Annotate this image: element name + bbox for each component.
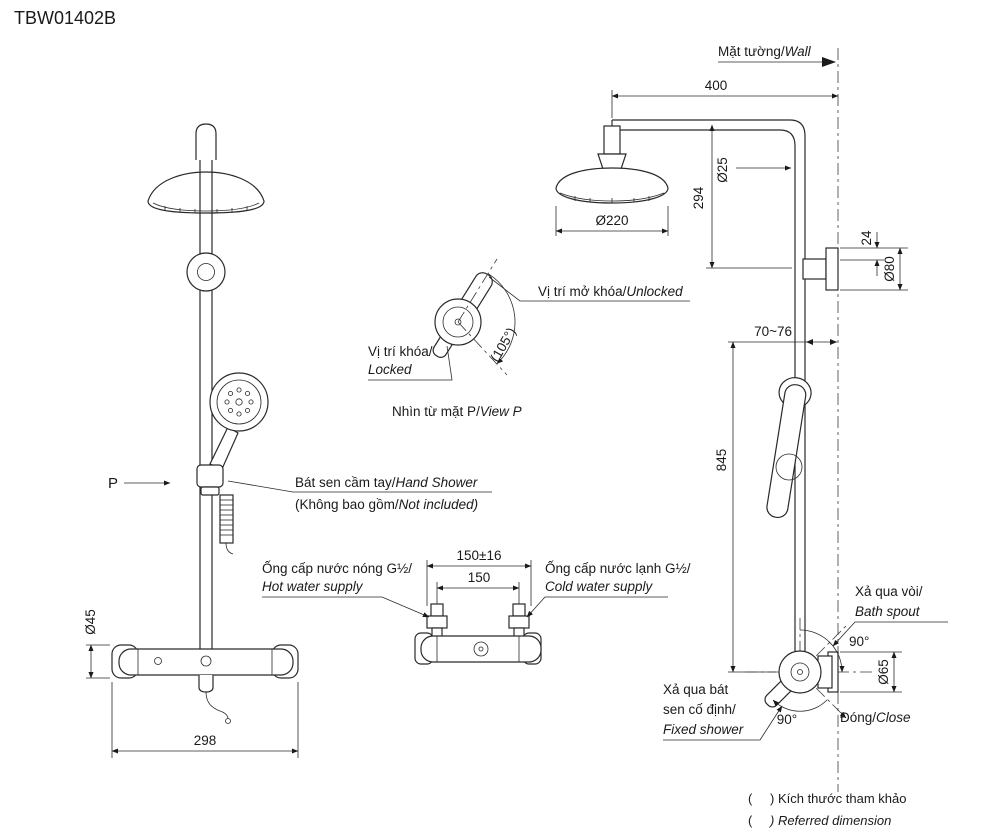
- wall-callout: Mặt tường/Wall: [718, 44, 836, 67]
- locked-label-en: Locked: [368, 362, 412, 377]
- deg90-bottom-label: 90°: [777, 712, 797, 727]
- dim-dia45: Ø45: [83, 609, 110, 679]
- dim-dia45-label: Ø45: [83, 609, 98, 635]
- hand-shower-front: [209, 372, 269, 470]
- fixed-shower-callout: Xả qua bát sen cố định/ Fixed shower: [663, 682, 783, 741]
- cold-supply-callout: Ống cấp nước lạnh G½/ Cold water supply: [526, 561, 691, 618]
- locked-label-vi: Vị trí khóa/: [368, 344, 433, 359]
- pipe-wall-bracket: [802, 247, 839, 291]
- dim-150-label: 150: [468, 570, 491, 585]
- wall-mount-ring: [186, 252, 226, 292]
- view-p-arrow: P: [108, 475, 171, 492]
- view-p-caption: Nhìn từ mặt P/View P: [392, 404, 522, 419]
- dim-845-label: 845: [714, 449, 729, 472]
- side-view: Mặt tường/Wall 400: [555, 44, 948, 792]
- fixed-shower-label-vi1: Xả qua bát: [663, 682, 729, 697]
- hand-shower-note: (Không bao gồm/Not included): [295, 497, 478, 512]
- dim-24-label: 24: [859, 230, 874, 246]
- bath-spout-label-vi: Xả qua vòi/: [855, 584, 923, 599]
- hot-supply-callout: Ống cấp nước nóng G½/ Hot water supply: [262, 561, 430, 618]
- rotation-arc: [487, 273, 516, 364]
- mixer-valve-front: [111, 644, 299, 724]
- dim-dia80-label: Ø80: [882, 256, 897, 282]
- close-label: Đóng/Close: [840, 710, 911, 725]
- hand-shower-callout: Bát sen cầm tay/Hand Shower (Không bao g…: [227, 475, 492, 512]
- legend-paren-1: (: [748, 791, 753, 806]
- supply-valve: [414, 603, 542, 665]
- shower-head-texture: [164, 206, 248, 213]
- dim-70-76: 70~76: [728, 324, 837, 345]
- hanger-ring: [775, 453, 803, 481]
- dim-298-label: 298: [194, 733, 217, 748]
- shower-head-side-texture: [574, 196, 650, 203]
- slider-bracket: [196, 464, 224, 496]
- hand-shower-label: Bát sen cầm tay/Hand Shower: [295, 475, 478, 490]
- supply-detail: 150±16 150 Ống cấp nước nóng G½/: [262, 548, 691, 665]
- legend-paren-2: (: [748, 813, 753, 828]
- detail-view-p: (105°) Vị trí mở khóa/Unlocked Vị trí kh…: [368, 258, 690, 419]
- arc-90-bottom: [772, 699, 828, 712]
- legend-row-1: ) Kích thước tham khảo: [770, 791, 906, 806]
- fixed-shower-label-en: Fixed shower: [663, 722, 744, 737]
- dim-150: 150: [436, 570, 520, 604]
- dim-150-16: 150±16: [426, 548, 532, 606]
- hot-supply-label-vi: Ống cấp nước nóng G½/: [262, 561, 412, 576]
- rain-shower-head-front: [147, 171, 265, 214]
- deg90-top-label: 90°: [849, 634, 869, 649]
- dim-dia65: Ø65: [840, 651, 902, 693]
- legend: ( ) Kích thước tham khảo ( ) Referred di…: [748, 791, 906, 828]
- dim-294-label: 294: [691, 186, 706, 209]
- dim-24: 24: [840, 230, 884, 276]
- dim-70-76-label: 70~76: [754, 324, 792, 339]
- dim-dia80: Ø80: [840, 247, 908, 291]
- wall-label: Mặt tường/Wall: [718, 44, 812, 59]
- hot-supply-label-en: Hot water supply: [262, 579, 364, 594]
- wall-arrow: [822, 57, 836, 67]
- dim-dia220-label: Ø220: [595, 213, 628, 228]
- dim-400-label: 400: [705, 78, 728, 93]
- lock-valve: [432, 272, 493, 358]
- front-view: P Ø45 298: [83, 123, 492, 758]
- dim-dia220: Ø220: [555, 206, 669, 236]
- dim-298: 298: [111, 682, 299, 758]
- cold-supply-label-vi: Ống cấp nước lạnh G½/: [545, 561, 691, 576]
- dim-dia25: Ø25: [715, 157, 792, 183]
- fixed-shower-label-vi2: sen cố định/: [663, 702, 736, 717]
- dim-dia25-label: Ø25: [715, 157, 730, 183]
- arc-90-top: [799, 629, 845, 673]
- drawing-title: TBW01402B: [14, 8, 116, 28]
- p-marker-label: P: [108, 475, 118, 492]
- dim-400: 400: [611, 78, 839, 118]
- bath-spout-label-en: Bath spout: [855, 604, 921, 619]
- dim-150-16-label: 150±16: [457, 548, 502, 563]
- hand-shower-side: [766, 377, 812, 519]
- dim-dia65-label: Ø65: [876, 659, 891, 685]
- unlocked-callout: Vị trí mở khóa/Unlocked: [488, 276, 690, 302]
- shower-hose: [219, 494, 234, 555]
- locked-callout: Vị trí khóa/ Locked: [368, 344, 453, 381]
- dim-294: 294: [691, 124, 792, 269]
- angle-105-label: (105°): [487, 325, 518, 364]
- bath-spout-callout: Xả qua vòi/ Bath spout: [832, 584, 948, 647]
- cold-supply-label-en: Cold water supply: [545, 579, 654, 594]
- rain-shower-head-side: [555, 125, 669, 204]
- legend-row-2: ) Referred dimension: [768, 813, 891, 828]
- unlocked-label: Vị trí mở khóa/Unlocked: [538, 284, 683, 299]
- diverter-valve-side: [745, 618, 874, 719]
